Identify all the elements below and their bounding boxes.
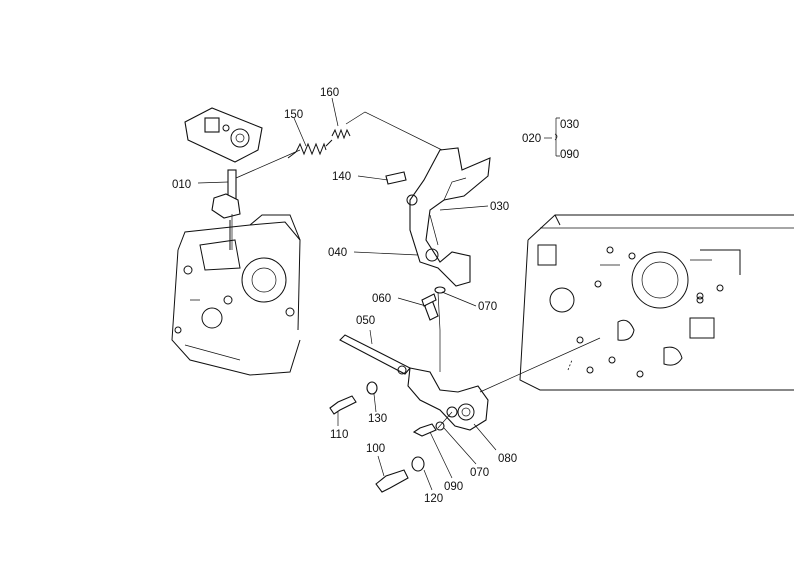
- callout-160: 160: [320, 87, 339, 99]
- part-110-bolt: [329, 395, 357, 415]
- assembly-lines: [231, 111, 601, 429]
- part-080-lever: [407, 367, 489, 431]
- callout-140: 140: [332, 171, 351, 183]
- legend-main: 020: [522, 133, 541, 145]
- legend-top: 030: [560, 119, 579, 131]
- part-060-bolt: [421, 293, 439, 321]
- callout-120: 120: [424, 493, 443, 505]
- legend-bottom: 090: [560, 149, 579, 161]
- part-140-pin: [385, 171, 407, 185]
- part-010-bracket: [184, 107, 263, 219]
- callout-060: 060: [372, 293, 391, 305]
- callout-100: 100: [366, 443, 385, 455]
- part-070-washer-top: [434, 286, 446, 294]
- callout-110: 110: [330, 429, 348, 441]
- part-100-bolt: [375, 469, 409, 493]
- part-090-bolt: [412, 423, 437, 437]
- engine-block-left: [171, 214, 301, 376]
- spring-150: [287, 139, 333, 159]
- assembly-legend: 020 030 090: [522, 117, 579, 161]
- engine-block-right: [519, 214, 794, 391]
- leader-lines: [197, 97, 497, 491]
- callout-150: 150: [284, 109, 303, 121]
- callout-070-upper: 070: [478, 301, 497, 313]
- callout-010: 010: [172, 179, 191, 191]
- callout-050: 050: [356, 315, 375, 327]
- callout-070-lower: 070: [470, 467, 489, 479]
- part-130-washer: [366, 381, 378, 395]
- callout-090: 090: [444, 481, 463, 493]
- part-030-040-lever: [406, 147, 491, 287]
- spring-160: [331, 128, 351, 140]
- callout-040: 040: [328, 247, 347, 259]
- callout-labels: 010 150 160 140 030 040 060 070 050 130 …: [172, 87, 517, 505]
- part-050-shaft: [339, 334, 411, 375]
- part-120-washer: [411, 456, 425, 472]
- callout-080: 080: [498, 453, 517, 465]
- callout-130: 130: [368, 413, 387, 425]
- callout-030: 030: [490, 201, 509, 213]
